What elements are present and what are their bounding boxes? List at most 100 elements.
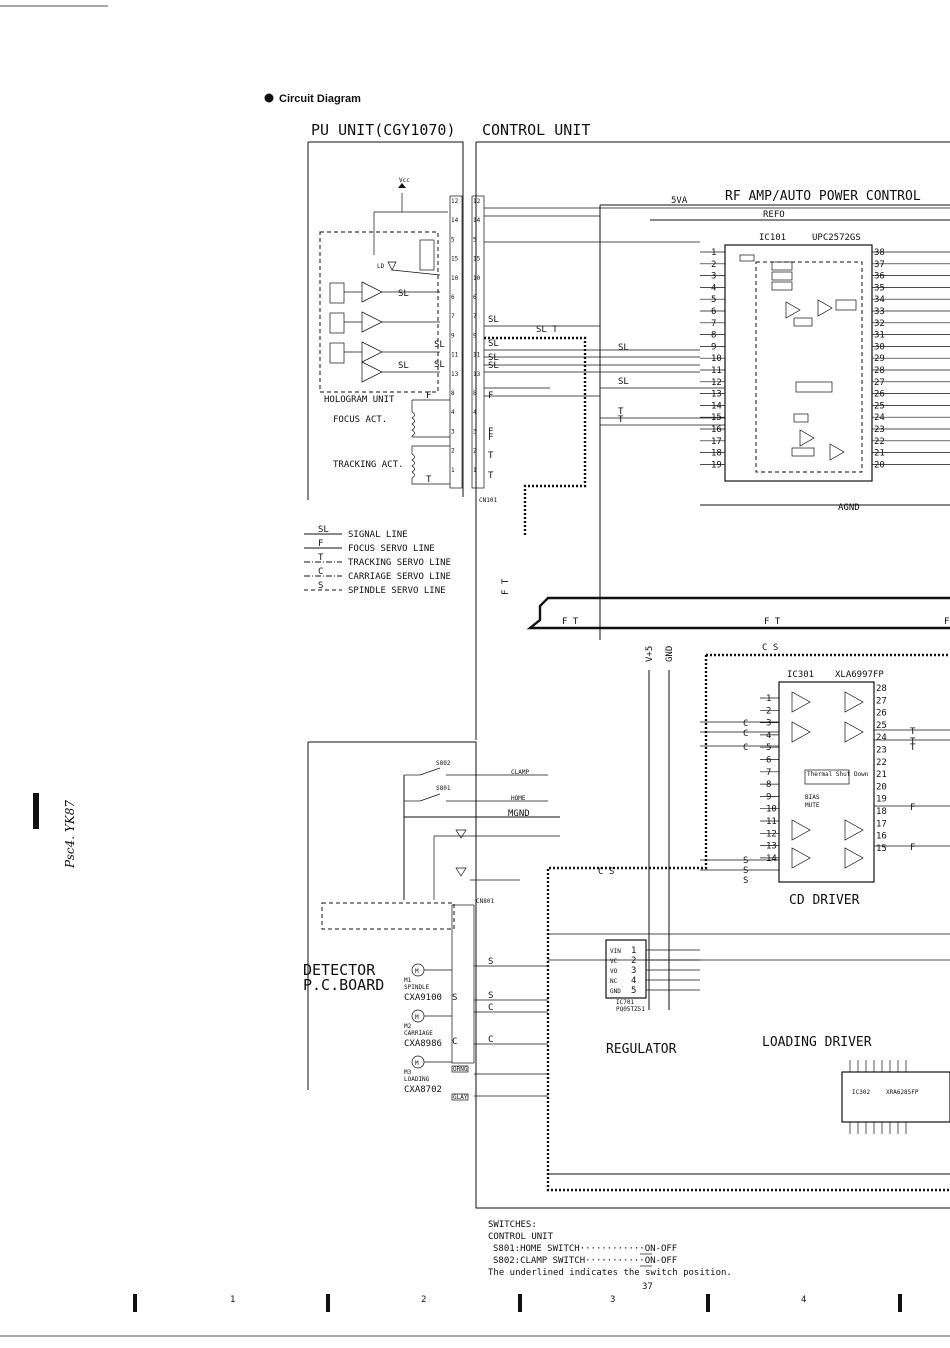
ic301-ref: IC301 xyxy=(787,670,814,680)
svg-text:F: F xyxy=(910,803,915,813)
cn101-pin-number: 12 xyxy=(451,198,459,205)
ic101-pin-number: 29 xyxy=(874,354,885,364)
motor-lines: S S C C S C xyxy=(452,933,950,1097)
net-cs-top: C S xyxy=(762,643,778,653)
thermal-label: Thermal Shut Down xyxy=(807,771,869,778)
svg-text:T: T xyxy=(426,475,432,485)
svg-text:S: S xyxy=(488,957,493,967)
ic101-pin-number: 5 xyxy=(711,295,716,305)
ic101-pin-number: 32 xyxy=(874,319,885,329)
svg-text:F: F xyxy=(488,391,493,401)
svg-text:SL: SL xyxy=(618,343,629,353)
glay-label: GLAY xyxy=(453,1094,468,1101)
ic301-pin-number: 17 xyxy=(876,819,887,829)
cn101-pin-number: 12 xyxy=(473,198,481,205)
ic302-ref: IC302 xyxy=(852,1089,870,1096)
ic101-pin-number: 22 xyxy=(874,437,885,447)
legend-code: S xyxy=(318,581,323,591)
grid-mark-4 xyxy=(898,1294,902,1312)
ic101-pin-number: 11 xyxy=(711,366,722,376)
svg-text:C: C xyxy=(743,719,748,729)
cn101-pin-number: 3 xyxy=(451,428,455,435)
net-5va: 5VA xyxy=(671,196,688,206)
ic101-pin-number: 23 xyxy=(874,425,885,435)
svg-text:T: T xyxy=(488,451,494,461)
ic301-pins: 1234567891011121314282726252423222120191… xyxy=(760,684,887,864)
svg-text:T: T xyxy=(618,407,624,417)
grid-number-4: 4 xyxy=(801,1295,806,1305)
regulator-pin-name: VIN xyxy=(610,948,621,955)
ic101-pin-number: 8 xyxy=(711,331,716,341)
control-unit-title: CONTROL UNIT xyxy=(482,121,590,139)
grid-mark-0 xyxy=(133,1294,137,1312)
motor-name: SPINDLE xyxy=(404,984,430,991)
ic302-part: XRA6285FP xyxy=(886,1089,919,1096)
ic101-pin-number: 2 xyxy=(711,260,716,270)
svg-text:F: F xyxy=(488,427,493,437)
svg-text:T: T xyxy=(488,471,494,481)
ic301-input-lines: C C C S S S T T T F F xyxy=(700,719,950,886)
ic301-pin-number: 14 xyxy=(766,854,777,864)
grid-number-3: 3 xyxy=(610,1295,615,1305)
regulator-pin-name: NC xyxy=(610,978,618,985)
cn101-pin-number: 7 xyxy=(451,313,455,320)
page-number: 37 xyxy=(642,1282,653,1292)
ic101-pin-number: 28 xyxy=(874,366,885,376)
svg-text:F T: F T xyxy=(764,617,781,627)
ic101-pin-number: 6 xyxy=(711,307,716,317)
cn101-pin-number: 2 xyxy=(451,448,455,455)
cn101-pin-number: 4 xyxy=(451,409,455,416)
legend-code: F xyxy=(318,539,323,549)
margin-mark xyxy=(33,793,39,829)
ic301-pin-number: 12 xyxy=(766,829,777,839)
clamp-label: CLAMP xyxy=(511,769,529,776)
grid-number-2: 2 xyxy=(421,1295,426,1305)
legend-label: CARRIAGE SERVO LINE xyxy=(348,572,451,582)
bias-label: BIAS xyxy=(805,794,820,801)
detector-photo-box xyxy=(321,902,455,930)
svg-text:Vcc: Vcc xyxy=(399,177,410,184)
cn101-pin-number: 14 xyxy=(473,217,481,224)
cn101-pin-number: 6 xyxy=(451,294,455,301)
ic301-pin-number: 28 xyxy=(876,684,887,694)
cs-bus-dotted xyxy=(546,655,950,1192)
ic101-pin-number: 21 xyxy=(874,449,885,459)
cn101-pin-number: 5 xyxy=(473,236,477,243)
motor-ref: M2 xyxy=(404,1023,412,1030)
motor-name: LOADING xyxy=(404,1076,430,1083)
svg-text:SL: SL xyxy=(488,361,499,371)
ic301-pin-number: 22 xyxy=(876,758,887,768)
ic301-pin-number: 25 xyxy=(876,721,887,731)
cn101-pin-number: 3 xyxy=(473,428,477,435)
ic101-pin-number: 24 xyxy=(874,413,885,423)
mute-label: MUTE xyxy=(805,802,820,809)
legend-label: SIGNAL LINE xyxy=(348,530,408,540)
motor-part: CXA8986 xyxy=(404,1039,442,1049)
ic701-part: PQ05TZ51 xyxy=(616,1006,645,1013)
svg-text:C: C xyxy=(488,1003,493,1013)
ic101-pin-number: 14 xyxy=(711,401,722,411)
focus-act-label: FOCUS ACT. xyxy=(333,415,387,425)
notes-s801: S801:HOME SWITCH············ON-OFF xyxy=(493,1244,677,1254)
ic301-pin-number: 16 xyxy=(876,832,887,842)
ic101-pins: 1234567891011121314151617181938373635343… xyxy=(700,248,950,470)
motor-symbol: M xyxy=(415,1014,419,1021)
svg-text:T: T xyxy=(910,743,916,753)
net-cs-bottom: C S xyxy=(598,867,614,877)
actuator-coils: F T xyxy=(411,391,450,485)
net-ft: F T xyxy=(562,617,579,627)
ic301-pin-number: 23 xyxy=(876,746,887,756)
cn801-label: CN801 xyxy=(476,898,494,905)
ic302-pin-stubs xyxy=(849,1060,907,1134)
s801-label: S801 xyxy=(436,785,451,792)
svg-text:SL: SL xyxy=(398,289,409,299)
detector-title-2: P.C.BOARD xyxy=(303,976,384,994)
ic301-pin-number: 21 xyxy=(876,770,887,780)
cn101-pin-number: 1 xyxy=(451,467,455,474)
ic301-pin-number: 24 xyxy=(876,733,887,743)
ic301-pin-number: 8 xyxy=(766,780,771,790)
regulator-pin-name: VC xyxy=(610,958,618,965)
servo-bus-dotted xyxy=(484,336,587,535)
legend-label: FOCUS SERVO LINE xyxy=(348,544,435,554)
